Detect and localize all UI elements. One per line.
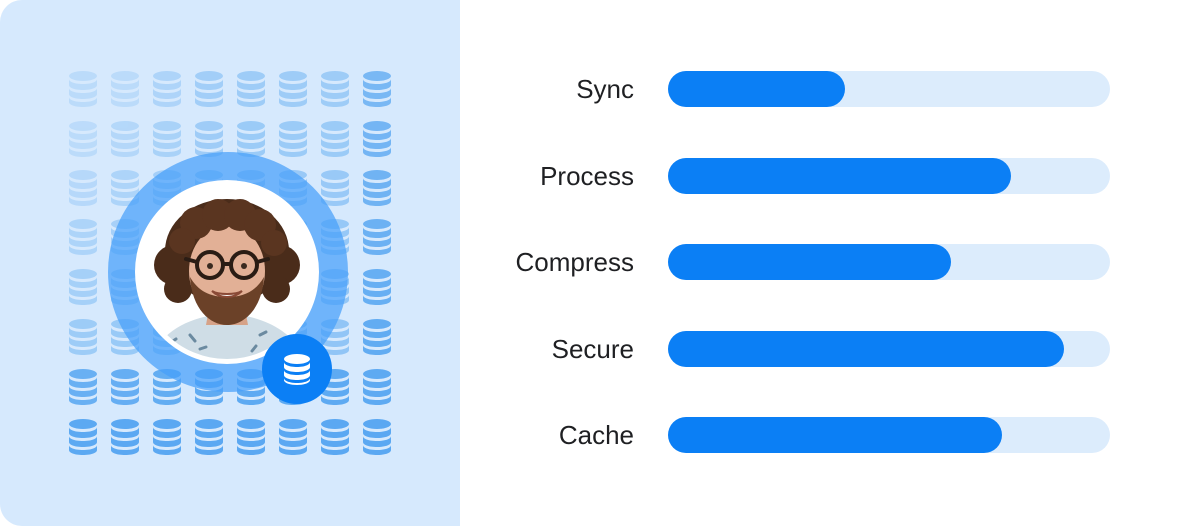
- database-icon: [320, 418, 350, 456]
- database-icon: [68, 169, 98, 207]
- database-icon: [362, 169, 392, 207]
- database-icon: [152, 70, 182, 108]
- database-icon: [194, 70, 224, 108]
- progress-fill: [668, 71, 845, 107]
- database-icon: [278, 418, 308, 456]
- database-icon: [110, 368, 140, 406]
- database-icon: [68, 120, 98, 158]
- illustration-panel: [0, 0, 460, 526]
- database-icon: [284, 354, 310, 385]
- progress-row-sync: Sync: [460, 71, 1200, 107]
- progress-row-secure: Secure: [460, 331, 1200, 367]
- database-icon: [236, 418, 266, 456]
- database-icon: [68, 70, 98, 108]
- database-icon: [278, 120, 308, 158]
- database-icon: [362, 368, 392, 406]
- database-icon: [110, 120, 140, 158]
- progress-fill: [668, 417, 1002, 453]
- database-icon: [152, 418, 182, 456]
- progress-track: [668, 244, 1110, 280]
- avatar: [140, 185, 314, 359]
- progress-label: Process: [540, 161, 634, 191]
- database-icon: [68, 418, 98, 456]
- progress-label: Secure: [551, 334, 634, 364]
- database-icon: [362, 120, 392, 158]
- progress-fill: [668, 244, 951, 280]
- progress-label: Sync: [576, 74, 634, 104]
- progress-row-cache: Cache: [460, 417, 1200, 453]
- database-icon: [362, 268, 392, 306]
- progress-row-compress: Compress: [460, 244, 1200, 280]
- database-icon: [320, 120, 350, 158]
- database-icon: [68, 318, 98, 356]
- progress-track: [668, 71, 1110, 107]
- progress-track: [668, 158, 1110, 194]
- database-badge: [262, 334, 332, 404]
- database-icon: [110, 70, 140, 108]
- database-icon: [68, 368, 98, 406]
- progress-fill: [668, 158, 1011, 194]
- database-icon: [194, 418, 224, 456]
- database-icon: [68, 268, 98, 306]
- database-icon: [152, 120, 182, 158]
- database-icon: [362, 70, 392, 108]
- progress-row-process: Process: [460, 158, 1200, 194]
- database-icon: [68, 218, 98, 256]
- database-icon: [236, 70, 266, 108]
- database-icon: [278, 70, 308, 108]
- database-icon: [110, 418, 140, 456]
- progress-track: [668, 417, 1110, 453]
- progress-fill: [668, 331, 1064, 367]
- avatar-photo: [140, 185, 314, 359]
- progress-track: [668, 331, 1110, 367]
- database-icon: [362, 318, 392, 356]
- database-icon: [320, 169, 350, 207]
- database-icon: [320, 70, 350, 108]
- progress-label: Cache: [558, 420, 634, 450]
- progress-label: Compress: [515, 247, 634, 277]
- database-icon: [362, 418, 392, 456]
- database-icon: [362, 218, 392, 256]
